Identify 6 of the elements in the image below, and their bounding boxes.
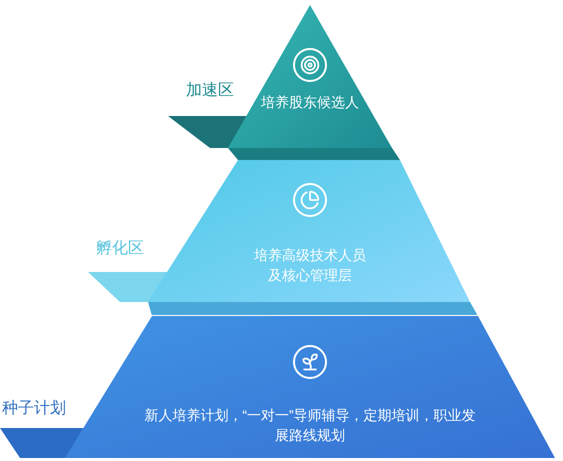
tier-text: 培养股东候选人 bbox=[260, 93, 360, 112]
zone-label: 孵化区 bbox=[96, 239, 144, 259]
tier-text: 新人培养计划，“一对一”导师辅导，定期培训，职业发展路线规划 bbox=[143, 406, 477, 445]
zone-label: 加速区 bbox=[186, 80, 234, 101]
tier-text: 培养高级技术人员及核心管理层 bbox=[253, 246, 367, 285]
zone-label: 种子计划 bbox=[2, 398, 66, 419]
